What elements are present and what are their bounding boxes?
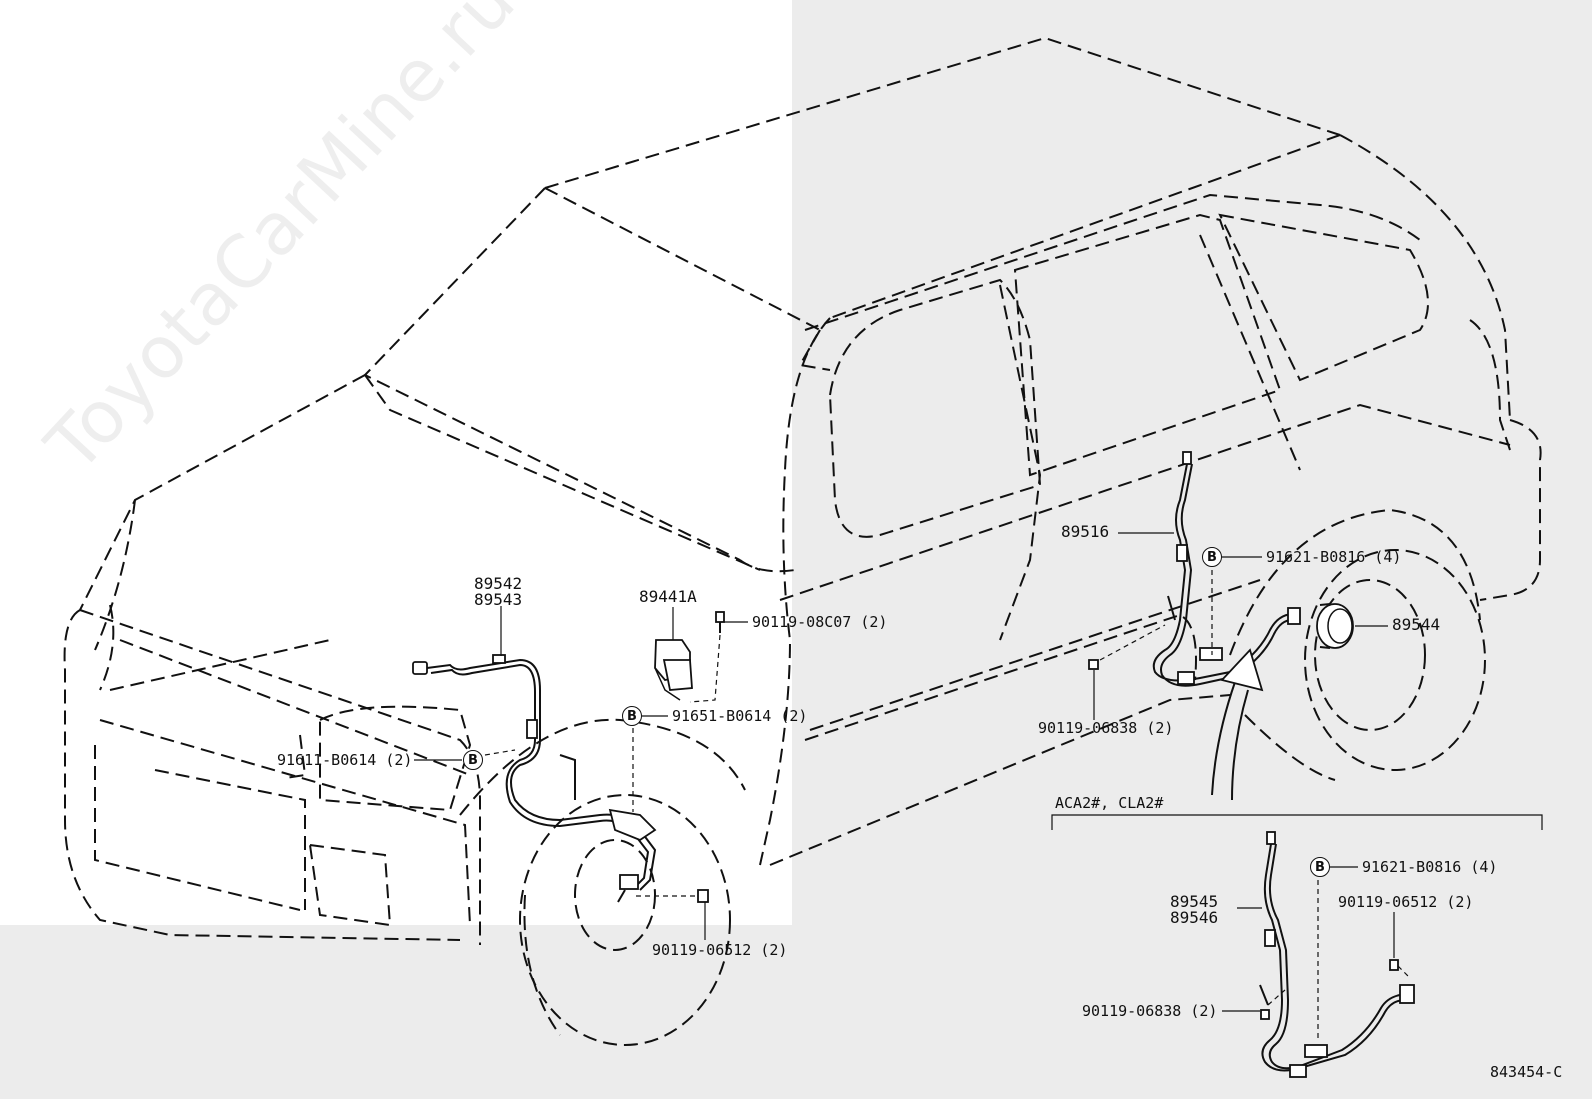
bolt-label-91651-B0614: 91651-B0614 (2) bbox=[672, 707, 808, 725]
bolt-group-b-badge: B bbox=[463, 750, 483, 770]
rear-speed-sensor-harness bbox=[1088, 451, 1301, 687]
part-label-89546: 89546 bbox=[1170, 908, 1219, 927]
bolt-group-b-badge: B bbox=[622, 706, 642, 726]
variant-inset-drawing bbox=[1051, 814, 1543, 1078]
part-label-89516: 89516 bbox=[1061, 522, 1110, 541]
bolt-group-b-badge: B bbox=[1310, 857, 1330, 877]
variant-arrow bbox=[1211, 648, 1264, 801]
variant-label: ACA2#, CLA2# bbox=[1055, 794, 1164, 812]
leader-lines bbox=[414, 532, 1411, 1040]
bolt-label-91621-B0816-lower: 91621-B0816 (4) bbox=[1362, 858, 1498, 876]
sensor-ecu-89441A bbox=[654, 611, 725, 701]
part-label-89544: 89544 bbox=[1392, 615, 1441, 634]
tone-ring-89544 bbox=[1316, 603, 1354, 649]
bolt-label-90119-06838-lower: 90119-06838 (2) bbox=[1082, 1002, 1218, 1020]
light-background-panel bbox=[0, 0, 792, 925]
figure-id: 843454-C bbox=[1490, 1063, 1563, 1081]
bolt-label-90119-06512-lower: 90119-06512 (2) bbox=[1338, 893, 1474, 911]
bolt-label-90119-06838-upper: 90119-06838 (2) bbox=[1038, 719, 1174, 737]
part-label-89545: 89545 bbox=[1170, 892, 1219, 911]
part-label-89441A: 89441A bbox=[639, 587, 697, 606]
bolt-group-b-badge: B bbox=[1202, 547, 1222, 567]
vehicle-outline bbox=[63, 36, 1542, 1046]
bolt-label-90119-08C07: 90119-08C07 (2) bbox=[752, 613, 888, 631]
part-label-89542: 89542 bbox=[474, 574, 523, 593]
part-label-89543: 89543 bbox=[474, 590, 523, 609]
bolt-label-91621-B0816-upper: 91621-B0816 (4) bbox=[1266, 548, 1402, 566]
bolt-label-90119-06512-front: 90119-06512 (2) bbox=[652, 941, 788, 959]
bolt-label-91611-B0614: 91611-B0614 (2) bbox=[277, 751, 413, 769]
front-speed-sensor-harness bbox=[412, 654, 657, 903]
